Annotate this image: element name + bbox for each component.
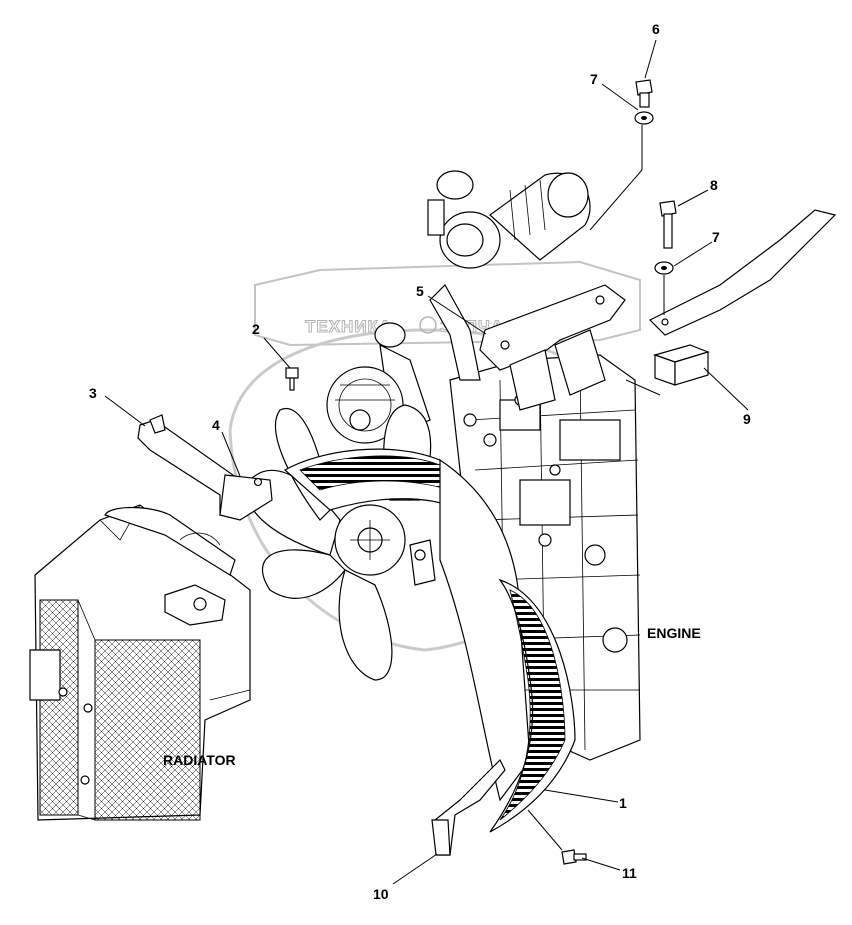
fan-shroud [283,448,576,833]
callout-10: 10 [373,886,389,902]
support-arm [648,209,837,336]
callout-9: 9 [743,411,751,427]
callout-7-top: 7 [590,71,598,87]
callout-8: 8 [710,177,718,193]
radiator [29,504,251,821]
bolt-6 [635,79,653,108]
callout-7-right: 7 [712,229,720,245]
gear-icon [419,316,437,334]
spacer-block-9 [653,344,710,386]
leader-lines [104,39,749,885]
bracket-4 [219,474,273,521]
callout-3: 3 [89,385,97,401]
bolt-8 [659,200,677,249]
bracket-10 [431,758,506,856]
callout-5: 5 [416,283,424,299]
bracket-5 [479,284,626,411]
callout-1: 1 [619,795,627,811]
callout-6: 6 [652,21,660,37]
callout-4: 4 [212,417,220,433]
fan [246,404,432,681]
bolt-2 [285,367,299,391]
radiator-label: RADIATOR [163,752,236,768]
watermark-text-left: ТЕХНИКА [305,317,392,336]
bolt-11 [561,849,587,865]
callout-2: 2 [252,321,260,337]
washer-7-right [654,261,674,275]
washer-7-top [634,111,654,125]
callout-11: 11 [622,865,637,881]
engine-label: ENGINE [647,625,701,641]
